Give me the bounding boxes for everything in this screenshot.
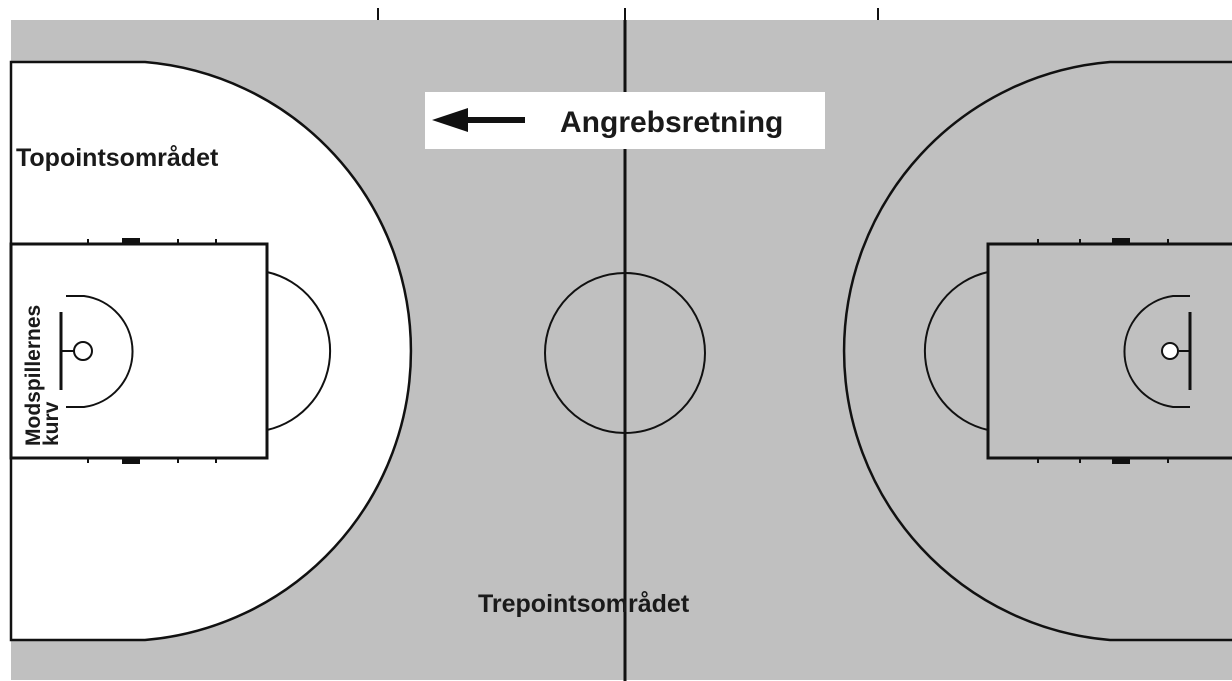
left-no-charge-semicircle	[66, 295, 134, 408]
two-point-area-label: Topointsområdet	[16, 144, 219, 172]
left-restricted-area	[9, 242, 269, 460]
right-key	[923, 238, 1232, 464]
left-lane-markers	[87, 239, 217, 463]
opponent-basket-label-line1: Modspillernes	[22, 305, 45, 446]
three-point-area-label: Trepointsområdet	[478, 590, 690, 618]
left-neutral-block-bottom	[122, 458, 140, 464]
left-neutral-block-top	[122, 238, 140, 244]
left-rim	[73, 341, 93, 361]
direction-label-text: Angrebsretning	[560, 106, 783, 139]
top-edge-ticks	[377, 8, 879, 20]
right-lane-markers	[1037, 239, 1169, 463]
right-rim	[1161, 342, 1179, 360]
right-no-charge-semicircle	[1123, 295, 1190, 408]
left-free-throw-semicircle	[266, 271, 332, 431]
right-neutral-block-bottom	[1112, 458, 1130, 464]
opponent-basket-label-line2: kurv	[40, 401, 63, 446]
arrow-left-icon	[432, 108, 525, 132]
left-key	[9, 238, 332, 464]
three-point-arc-right	[842, 60, 1232, 642]
right-neutral-block-top	[1112, 238, 1130, 244]
right-free-throw-semicircle	[923, 271, 989, 431]
right-restricted-area	[986, 242, 1232, 460]
opponent-basket-label: Modspillernes kurv	[22, 305, 63, 446]
center-circle	[544, 272, 706, 434]
attack-direction-label: Angrebsretning	[425, 92, 825, 149]
